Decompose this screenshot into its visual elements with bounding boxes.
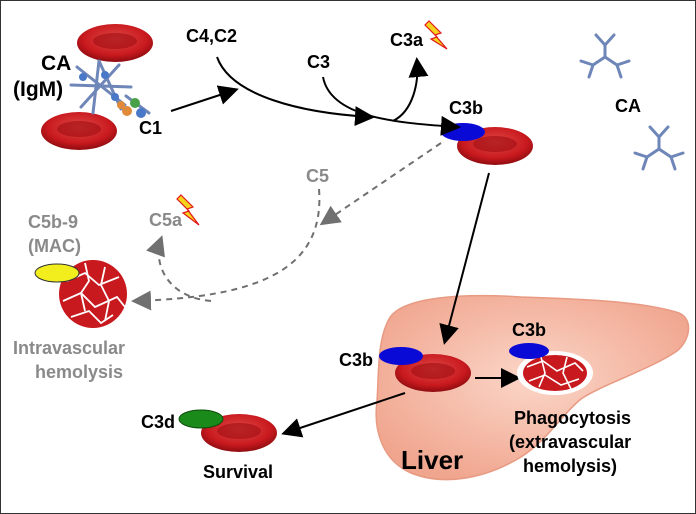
label-c4c2: C4,C2 [186,26,238,46]
rbc-top-left-1 [77,24,153,62]
arrow-to-c3a [392,57,429,122]
label-extravascular: (extravascular [509,432,632,452]
dashed-arrow-to-c5 [319,142,442,226]
label-igm: (IgM) [13,78,64,101]
lysed-rbc-phagocytosis [517,351,593,395]
label-c3b-liver: C3b [339,350,374,370]
arrow-c3-to-c3b [322,76,461,136]
rbc-top-left-2 [41,112,117,150]
label-c5b9: C5b-9 [28,212,79,232]
label-ca-top: CA [41,52,72,75]
label-c5: C5 [306,166,330,186]
mac-marker [34,263,80,283]
label-phagocytosis: Phagocytosis [514,408,632,428]
antibody-icon-1 [579,33,631,79]
label-c1: C1 [139,118,163,138]
label-c3b-top: C3b [449,98,484,118]
label-ca-right: CA [615,96,641,116]
label-liver: Liver [401,445,464,475]
dashed-arrow-c5-to-mac [131,188,321,311]
antibody-icon-2 [633,125,685,171]
label-intravascular: Intravascular [13,338,126,358]
label-c3d: C3d [141,412,176,432]
label-hemolysis: hemolysis [35,362,124,382]
label-c3: C3 [307,52,331,72]
label-survival: Survival [203,462,274,482]
c3b-marker-liver [379,347,423,365]
label-mac: (MAC) [28,236,81,256]
arrow-to-survival [281,392,406,438]
arrow-rbc-to-liver [439,172,490,345]
lightning-c5a-icon [176,194,200,226]
arrow-c4c2-merge [216,56,375,127]
arrow-c1-to-c4c2 [170,85,239,112]
label-c3b-phago: C3b [512,320,547,340]
c3d-marker [178,409,224,429]
label-c5a: C5a [149,210,183,230]
c1-complex-dots [79,71,146,118]
label-extravascular-hemolysis: hemolysis) [523,456,618,476]
dashed-arrow-to-c5a [146,235,212,302]
label-c3a: C3a [390,30,424,50]
c3b-marker-phago [509,343,549,359]
lightning-c3a-icon [424,20,448,50]
